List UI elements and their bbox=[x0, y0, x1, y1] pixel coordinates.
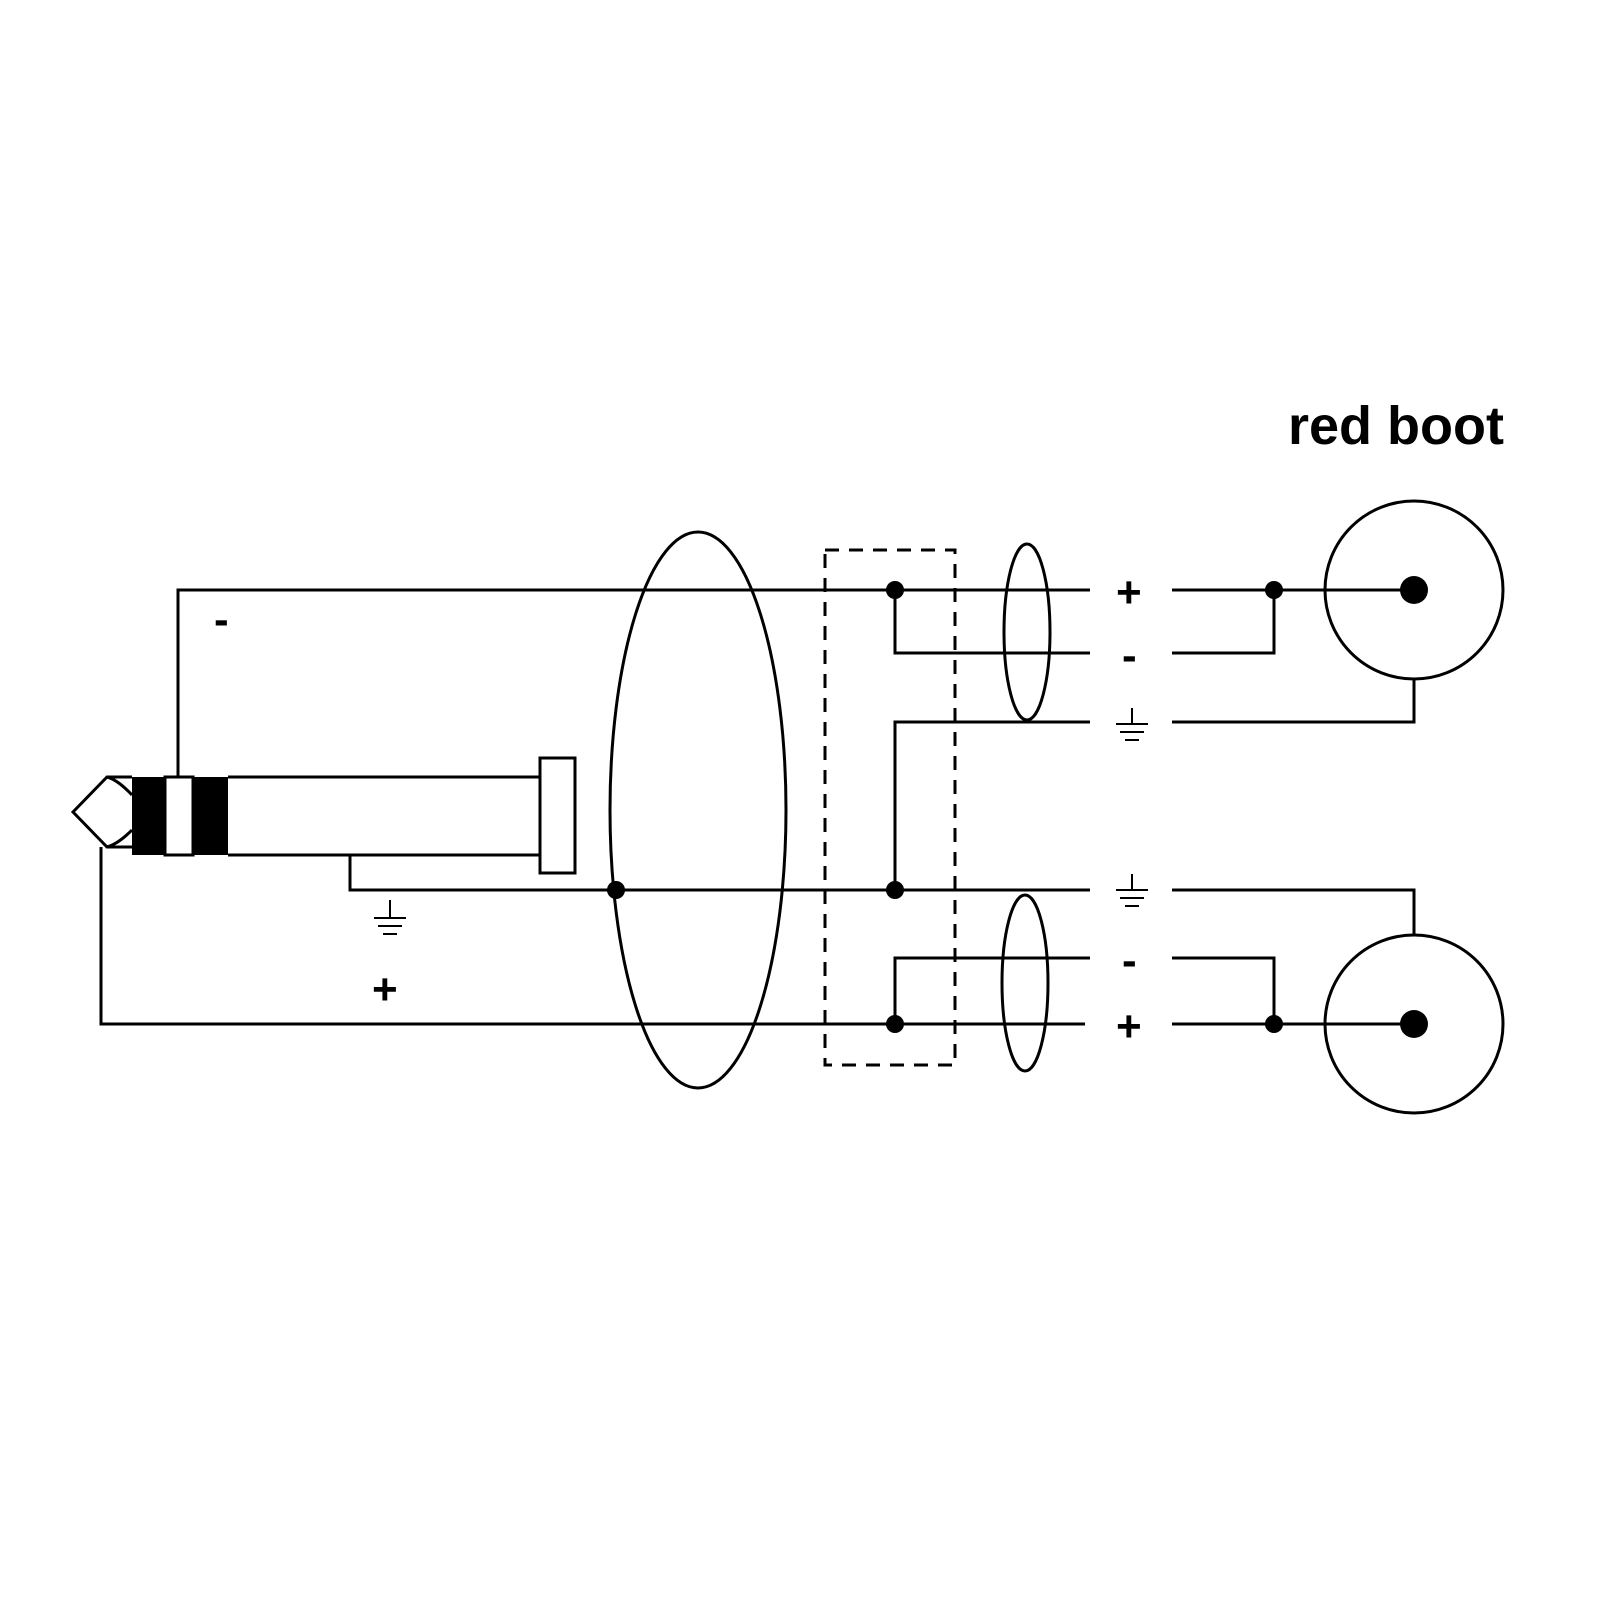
rca-jack-icon bbox=[1323, 499, 1505, 681]
plug-minus-label: - bbox=[214, 595, 229, 644]
ch1-plus-label: + bbox=[1116, 568, 1142, 617]
plug-plus-label: + bbox=[372, 965, 398, 1014]
junction-dot bbox=[607, 881, 625, 899]
ch2-minus-label: - bbox=[1122, 936, 1137, 985]
junction-dot bbox=[886, 1015, 904, 1033]
split-box bbox=[823, 548, 957, 1067]
cable-ch2-ellipse bbox=[1000, 893, 1050, 1073]
ground-icon bbox=[1116, 708, 1148, 741]
junction-dot bbox=[886, 581, 904, 599]
trs-plug-icon bbox=[70, 756, 577, 875]
title-label: red boot bbox=[1288, 396, 1504, 456]
plug-ground-wire bbox=[348, 855, 1090, 892]
ground-icon bbox=[1116, 874, 1148, 907]
plug-plus-wire bbox=[99, 847, 1085, 1026]
junction-dot bbox=[1265, 1015, 1283, 1033]
ch1-minus-label: - bbox=[1122, 631, 1137, 680]
cable-ellipse bbox=[608, 530, 788, 1090]
plug-minus-wire bbox=[176, 588, 1090, 777]
cable-ch1-ellipse bbox=[1002, 542, 1052, 722]
ground-icon bbox=[374, 900, 406, 935]
rca-jack-icon bbox=[1323, 933, 1505, 1115]
junction-dot bbox=[886, 881, 904, 899]
ch2-plus-label: + bbox=[1116, 1002, 1142, 1051]
junction-dot bbox=[1265, 581, 1283, 599]
